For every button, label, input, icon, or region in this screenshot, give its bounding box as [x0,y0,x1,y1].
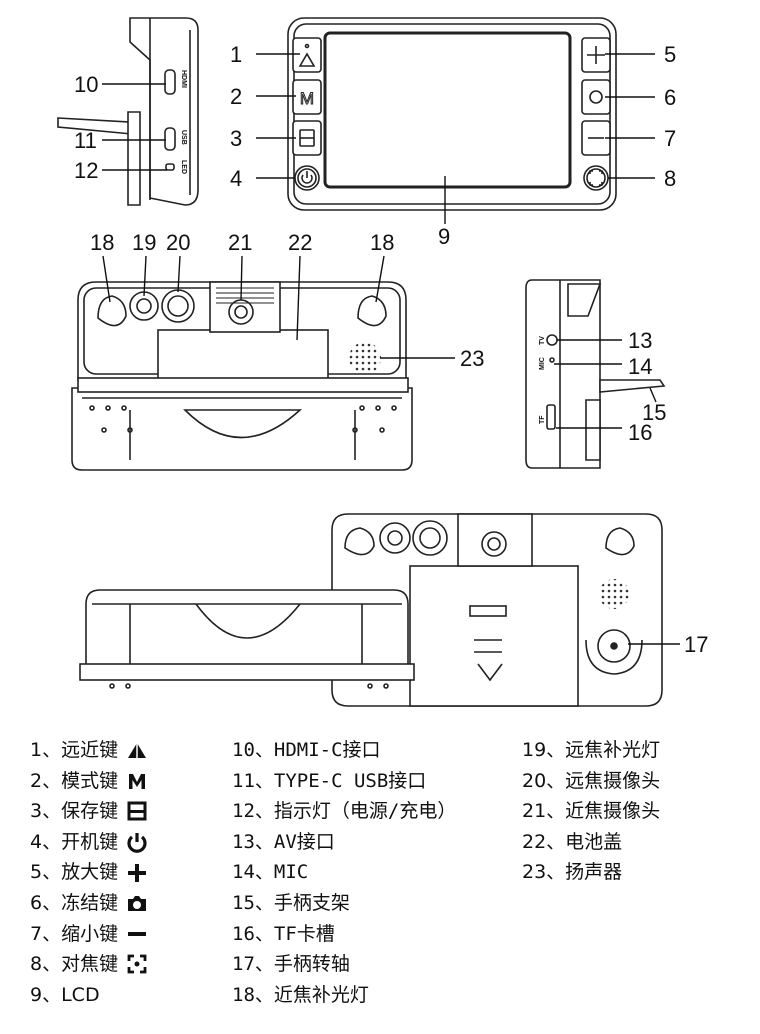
callout-7: 7 [664,126,676,151]
far-fill-light [129,291,159,321]
callout-18-right: 18 [370,230,394,255]
legend-item: 8、对焦键 [30,949,148,980]
legend-column-3: 19、远焦补光灯 20、远焦摄像头 21、近焦摄像头 22、电池盖 23、扬声器 [522,735,660,888]
callout-3: 3 [230,126,242,151]
legend-item: 18、近焦补光灯 [232,983,369,1006]
usb-label: USB [180,130,187,145]
callout-9: 9 [438,224,450,249]
camera-icon [128,896,147,912]
callout-17: 17 [684,632,708,657]
legend-item: 6、冻结键 [30,888,148,919]
battery-cover [157,329,329,381]
callout-1: 1 [230,42,242,67]
m-letter-icon [129,773,146,789]
front-view: M [287,17,617,211]
usb-port [164,127,176,151]
callout-10: 10 [74,72,98,97]
led-label: LED [180,160,187,174]
leader-lines [102,53,680,645]
legend-item: 22、电池盖 [522,830,623,853]
mode-button [292,79,322,115]
triangle-icon [128,743,147,759]
legend-item: 9、LCD [30,983,100,1006]
legend-item: 11、TYPE-C USB接口 [232,769,427,792]
legend-item: 21、近焦摄像头 [522,800,661,823]
plus-icon [128,863,147,882]
callout-11: 11 [74,128,97,153]
legend-item: 2、模式键 [30,766,148,797]
device-diagram: M [57,17,708,707]
callout-23: 23 [460,346,484,371]
right-side-view [525,279,666,469]
mic-label: MIC [539,357,546,370]
hdmi-label: HDMI [180,70,187,88]
mic-hole [549,357,555,363]
legend-item: 23、扬声器 [522,861,623,884]
far-camera [161,289,195,323]
tv-label: TV [539,336,546,345]
legend-item: 13、AV接口 [232,830,335,853]
led-indicator [165,163,175,171]
callout-2: 2 [230,84,242,109]
hdmi-port [164,69,176,95]
callout-8: 8 [664,166,676,191]
legend-item: 19、远焦补光灯 [522,739,661,761]
legend-item: 16、TF卡槽 [232,922,335,945]
callout-12: 12 [74,158,98,183]
near-fill-light-left [97,295,127,327]
av-port [546,334,558,346]
callout-21: 21 [228,230,252,255]
callout-22: 22 [288,230,312,255]
legend-item: 14、MIC [232,861,309,884]
callout-13: 13 [628,328,652,353]
callout-6: 6 [664,85,676,110]
lcd-screen [323,31,572,189]
callout-16: 16 [628,420,652,445]
legend-item: 20、远焦摄像头 [522,769,661,792]
legend-item: 10、HDMI-C接口 [232,739,381,761]
tf-slot [546,404,556,430]
legend-column-1: 1、远近键 2、模式键 3、保存键 4、开机键 5、放大键 6、冻结键 7、缩小… [30,735,148,1010]
legend-item: 1、远近键 [30,735,148,766]
legend-item: 4、开机键 [30,827,148,858]
speaker-grille [349,342,381,374]
focus-icon [127,955,147,974]
tf-label: TF [539,415,546,424]
callout-15: 15 [642,400,666,425]
legend-item: 15、手柄支架 [232,891,350,914]
power-icon [127,833,147,853]
legend-item: 12、指示灯（电源/充电） [232,800,457,823]
legend-column-2: 10、HDMI-C接口 11、TYPE-C USB接口 12、指示灯（电源/充电… [232,735,456,1010]
save-icon [127,801,147,821]
callout-18-left: 18 [90,230,114,255]
minus-icon [128,931,147,936]
legend-item: 7、缩小键 [30,919,148,950]
callout-20: 20 [166,230,190,255]
callout-4: 4 [230,166,242,191]
svg-text:M: M [300,89,314,108]
callout-14: 14 [628,354,652,379]
legend-item: 3、保存键 [30,796,148,827]
back-view [71,281,413,471]
legend-item: 5、放大键 [30,857,148,888]
near-fill-light-right [357,295,387,327]
bottom-view [79,513,663,707]
legend-item: 17、手柄转轴 [232,953,350,976]
callout-19: 19 [132,230,156,255]
callout-5: 5 [664,42,676,67]
